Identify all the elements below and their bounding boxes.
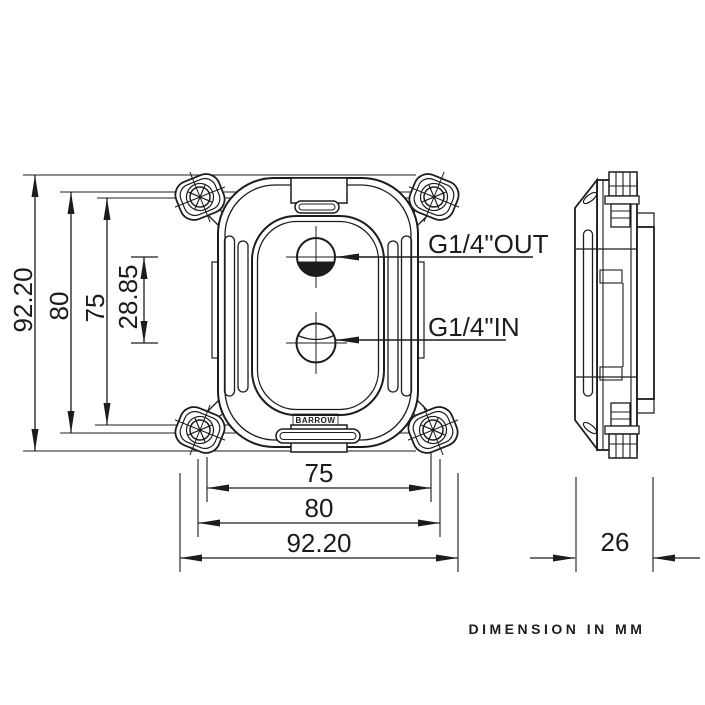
front-view: BARROW (174, 171, 460, 456)
dim-depth: 26 (530, 527, 700, 562)
port-in-label: G1/4"IN (428, 312, 520, 342)
side-bracket (574, 177, 598, 452)
leader-port-out: G1/4"OUT (336, 229, 549, 261)
top-slot-inner (298, 203, 336, 211)
mount-screw-top-left (174, 171, 226, 223)
dim-width-inner: 75 (207, 458, 431, 492)
dim-label-width-total: 92.20 (286, 528, 351, 558)
dim-height-inner: 75 (80, 198, 111, 425)
side-screws-top (604, 171, 640, 228)
window-inner-outline (256, 220, 380, 411)
side-view (574, 171, 655, 459)
dim-width-body: 80 (198, 493, 440, 527)
dim-label-height-inner: 75 (80, 294, 110, 323)
dim-port-spacing: 28.85 (113, 256, 158, 344)
dim-label-width-inner: 75 (305, 458, 334, 488)
top-tab (290, 177, 348, 204)
dim-width-total: 92.20 (180, 528, 458, 562)
dim-label-height-body: 80 (44, 292, 74, 321)
dim-height-body: 80 (44, 192, 75, 433)
brand-logo: BARROW (296, 416, 336, 425)
dim-label-width-body: 80 (305, 493, 334, 523)
bottom-slot-inner (279, 432, 357, 440)
bottom-slot (275, 428, 361, 444)
dimension-unit-note: DIMENSION IN MM (469, 621, 646, 637)
top-slot (294, 200, 340, 214)
port-out (286, 226, 347, 288)
retention-slots (223, 235, 413, 397)
dim-label-depth: 26 (601, 527, 630, 557)
leader-port-in: G1/4"IN (336, 312, 520, 344)
port-in (286, 312, 347, 374)
dim-label-port-spacing: 28.85 (113, 264, 143, 329)
cold-plate (636, 226, 655, 400)
mount-screw-bottom-right (407, 404, 459, 456)
port-out-label: G1/4"OUT (428, 229, 549, 259)
mount-screw-bottom-left (174, 404, 226, 456)
dim-label-height-total: 92.20 (8, 267, 38, 332)
window-outline (251, 215, 385, 416)
logo-plate (292, 413, 339, 426)
dim-height-total: 92.20 (8, 175, 39, 451)
bracket-slot (582, 229, 594, 397)
side-screws-bottom (604, 402, 640, 459)
mount-screw-top-right (408, 171, 460, 223)
